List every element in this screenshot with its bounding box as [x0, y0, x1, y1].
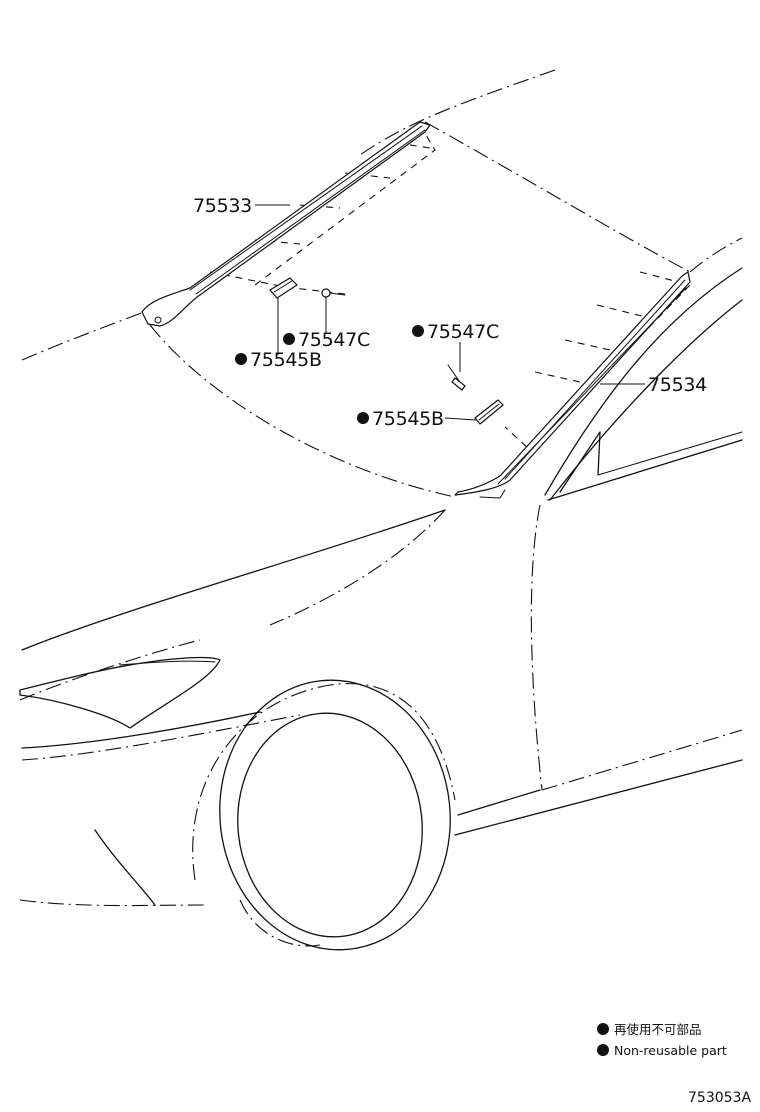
roof-molding-75533 [141, 121, 431, 327]
windshield-top-line [424, 121, 691, 273]
legend-dot-en [597, 1044, 609, 1056]
callout-75547c-left: 75547C [298, 329, 370, 351]
fender-front [19, 509, 446, 907]
non-reusable-dot [357, 412, 369, 424]
legend: 再使用不可部品 Non-reusable part [597, 1022, 727, 1058]
pillar-molding-75534 [454, 271, 691, 499]
cowl-line [149, 324, 456, 498]
non-reusable-dot [235, 353, 247, 365]
legend-dot-jp [597, 1023, 609, 1035]
callout-75533: 75533 [193, 195, 252, 217]
car-body-outline [21, 69, 743, 498]
legend-english: Non-reusable part [614, 1043, 727, 1058]
callout-75545b-left: 75545B [250, 349, 322, 371]
a-pillar-body [454, 267, 743, 836]
callout-75534: 75534 [648, 374, 707, 396]
roof-edge-line [359, 69, 556, 156]
right-fasteners [444, 342, 504, 425]
callout-75547c-right: 75547C [427, 321, 499, 343]
non-reusable-dot [283, 333, 295, 345]
retainer-left-shape [269, 277, 298, 299]
roof-right-line [689, 237, 743, 273]
figure-code: 753053A [688, 1090, 751, 1106]
front-wheel [192, 679, 456, 951]
non-reusable-dot [412, 325, 424, 337]
legend-japanese: 再使用不可部品 [614, 1022, 702, 1037]
left-fasteners [269, 277, 346, 355]
callout-75545b-right: 75545B [372, 408, 444, 430]
